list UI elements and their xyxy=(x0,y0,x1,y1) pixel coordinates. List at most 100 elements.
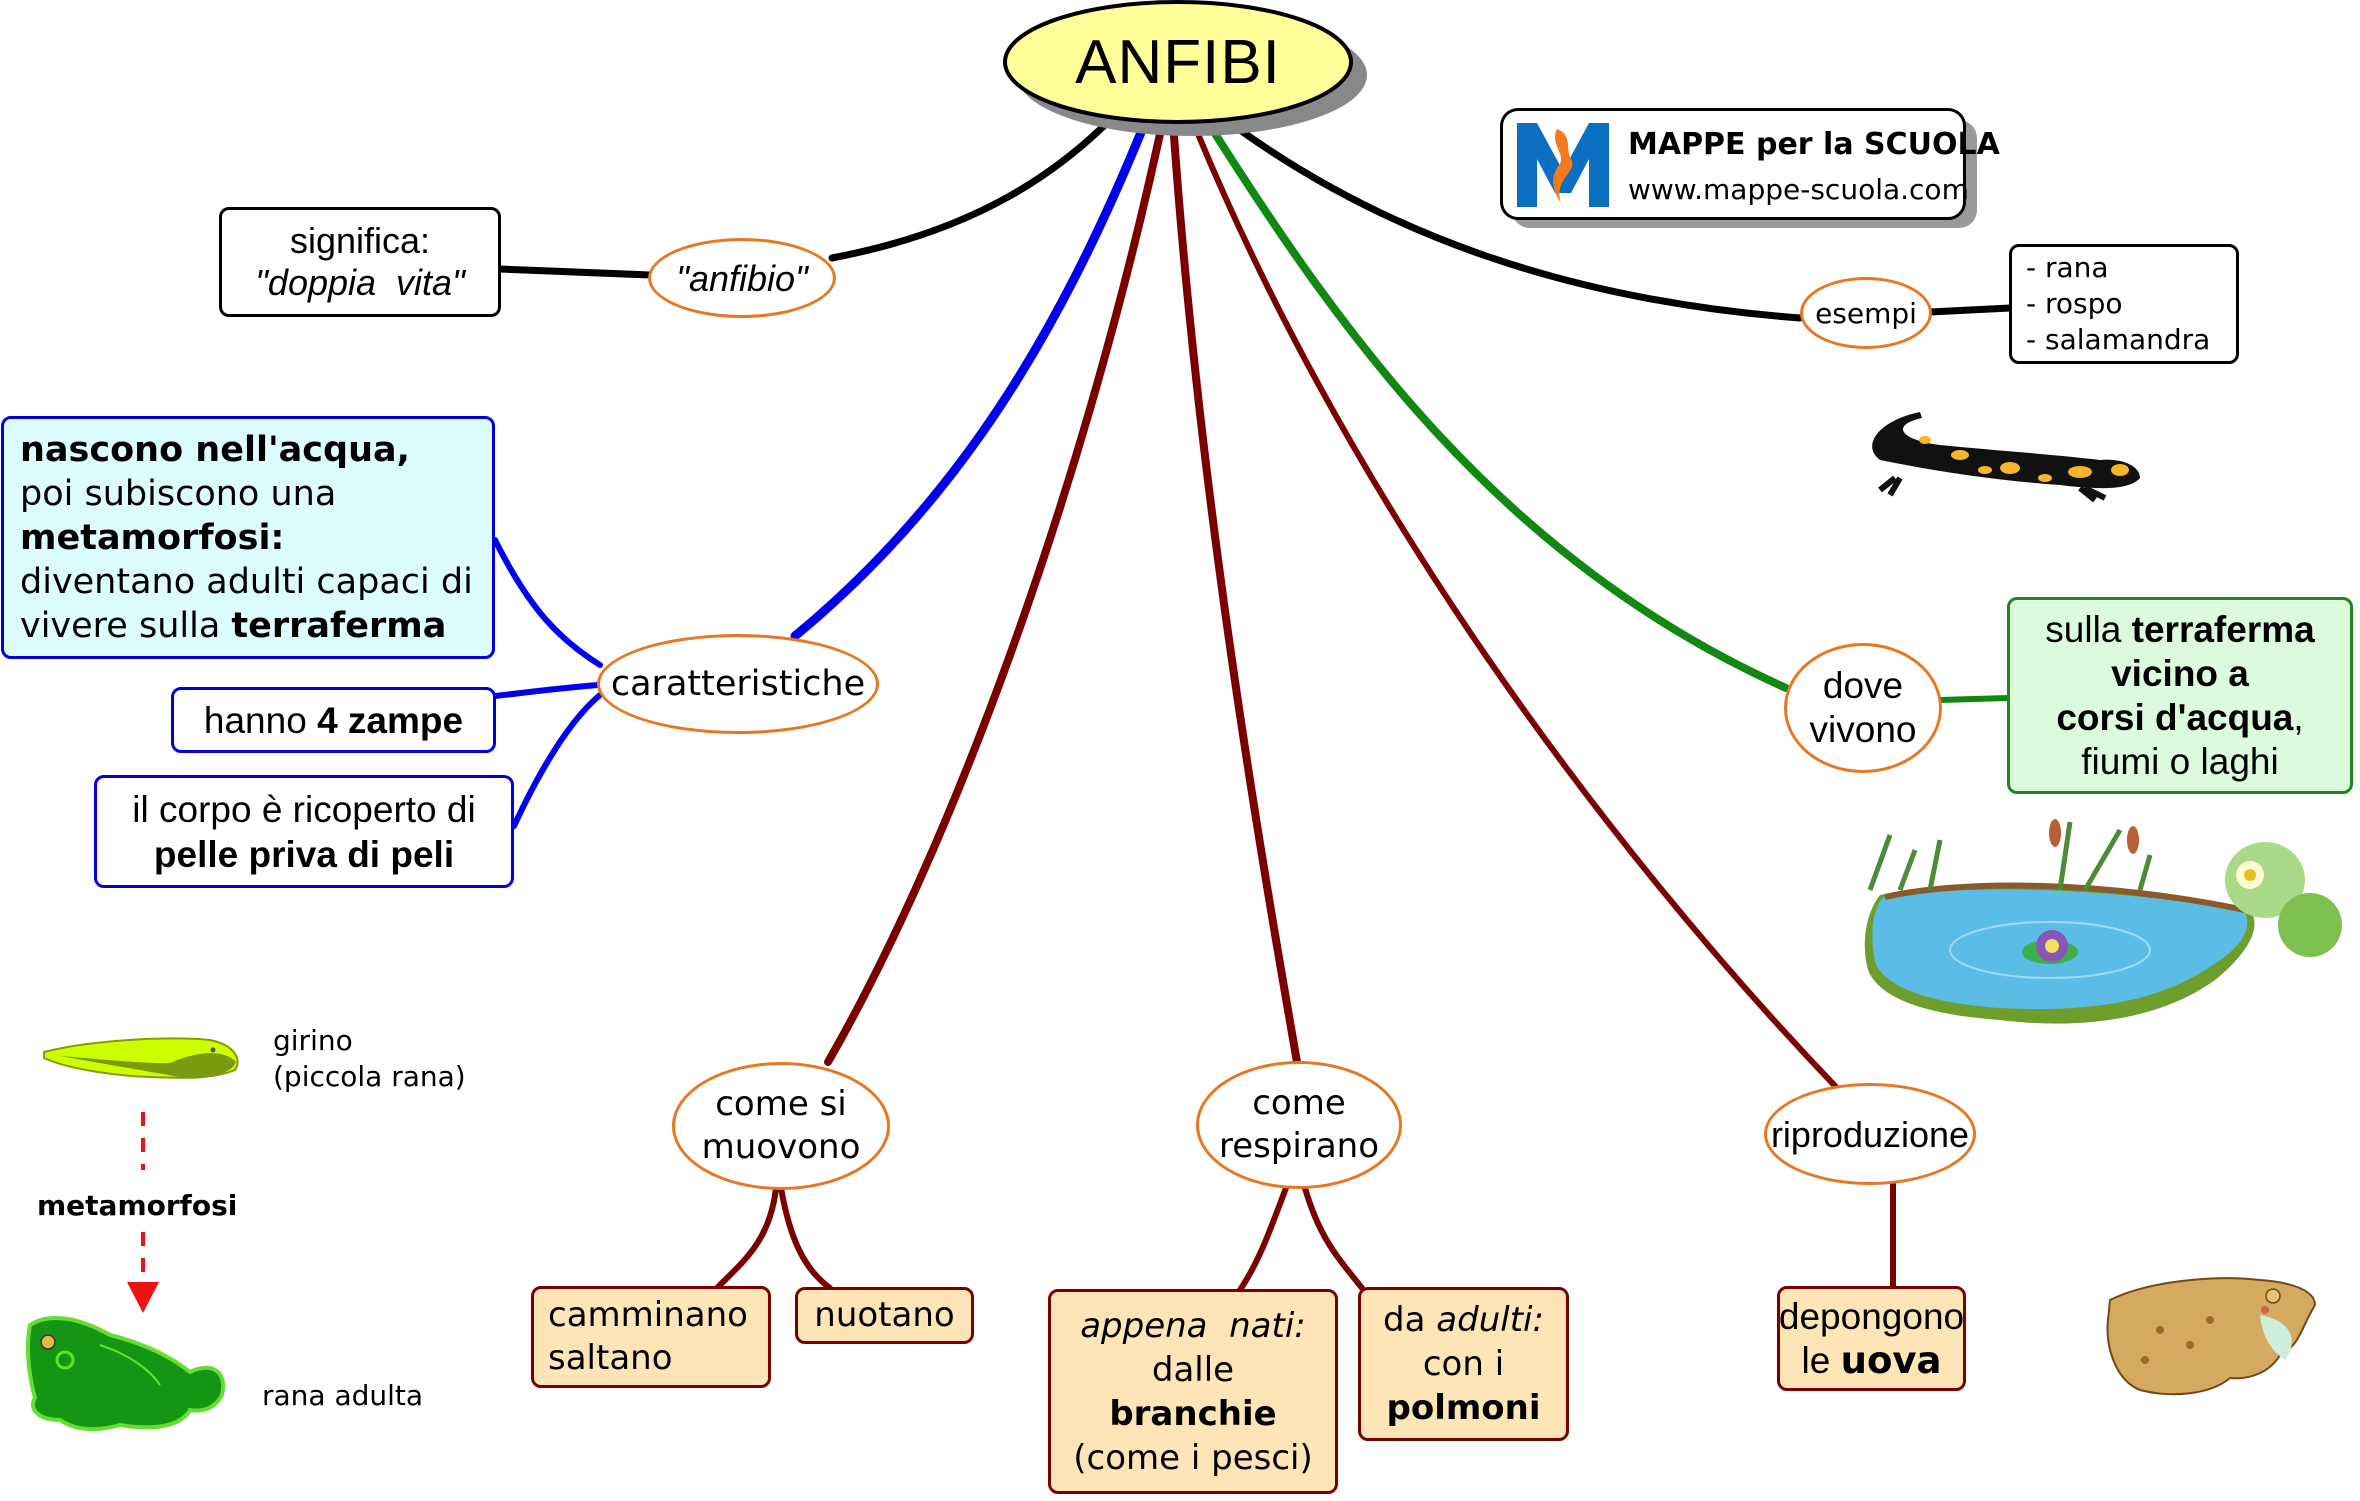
anfibio-node-text: "anfibio" xyxy=(676,257,808,299)
respirano-line2: respirano xyxy=(1218,1126,1380,1166)
link-respirano-adulti xyxy=(1302,1185,1365,1291)
salamander-illustration xyxy=(1872,412,2140,503)
link-esempi-list xyxy=(1926,304,2014,316)
zampe-plain: hanno xyxy=(203,699,318,741)
terraferma-line3-plain: , xyxy=(2293,696,2304,738)
logo-box[interactable]: MAPPE per la SCUOLA www.mappe-scuola.com xyxy=(1500,108,2000,220)
logo-title: MAPPE per la SCUOLA xyxy=(1628,127,2000,162)
link-title-respirano xyxy=(1170,132,1301,1066)
polmoni-line2: con i xyxy=(1422,1344,1505,1384)
riproduzione-node-text: riproduzione xyxy=(1770,1113,1970,1155)
pelle-line2: pelle priva di peli xyxy=(153,833,455,875)
terraferma-line3-bold: corsi d'acqua xyxy=(2056,696,2294,738)
link-title-riproduzione xyxy=(1195,131,1839,1090)
caratteristiche-node-text: caratteristiche xyxy=(610,663,866,704)
muovono-line2: muovono xyxy=(701,1127,861,1167)
dove-text: dove xyxy=(1822,665,1904,706)
link-muovono-nuotano xyxy=(778,1185,833,1291)
nuotano-text: nuotano xyxy=(814,1295,955,1335)
nascono-line3: metamorfosi: xyxy=(20,517,285,558)
esempi-list-box: - rana - rospo - salamandra xyxy=(2009,244,2239,364)
link-title-esempi xyxy=(1236,126,1804,322)
uova-line2: le uova xyxy=(1802,1339,1942,1383)
esempi-item: - rana xyxy=(2026,251,2109,284)
riproduzione-node: riproduzione xyxy=(1764,1083,1976,1185)
title-ellipse xyxy=(1003,0,1353,124)
respirano-node: come respirano xyxy=(1196,1061,1402,1189)
link-caratteristiche-box3 xyxy=(511,692,603,829)
nascono-line1: nascono nell'acqua, xyxy=(20,429,410,470)
girino-line2: (piccola rana) xyxy=(273,1060,466,1093)
link-respirano-appena xyxy=(1237,1185,1289,1293)
zampe-text: hanno 4 zampe xyxy=(204,699,463,742)
terraferma-line1-bold: terraferma xyxy=(2131,608,2315,650)
terraferma-line1: sulla terraferma xyxy=(2045,608,2314,652)
branchie-box: appena nati: dalle branchie (come i pesc… xyxy=(1048,1289,1338,1494)
link-muovono-camminano xyxy=(715,1185,779,1290)
nascono-box: nascono nell'acqua, poi subiscono una me… xyxy=(1,416,495,659)
link-title-dove xyxy=(1210,128,1790,692)
polmoni-line3: polmoni xyxy=(1386,1388,1541,1428)
terraferma-line4: fiumi o laghi xyxy=(2081,740,2279,782)
green-frog-illustration xyxy=(25,1316,226,1432)
link-title-anfibio xyxy=(828,114,1116,262)
respirano-line1: come xyxy=(1252,1083,1346,1123)
zampe-bold: 4 zampe xyxy=(317,699,464,741)
esempi-item: - salamandra xyxy=(2026,323,2211,356)
significa-label: significa: xyxy=(289,220,431,261)
tadpole-illustration xyxy=(43,1037,239,1079)
polmoni-box: da adulti: con i polmoni xyxy=(1358,1287,1569,1441)
toad-illustration xyxy=(2106,1277,2317,1396)
link-caratteristiche-box2 xyxy=(492,682,601,699)
pelle-box: il corpo è ricoperto di pelle priva di p… xyxy=(94,775,514,888)
uova-line2-bold: uova xyxy=(1840,1338,1942,1382)
zampe-box: hanno 4 zampe xyxy=(171,687,496,753)
branchie-line1: appena nati: xyxy=(1080,1305,1306,1346)
saltano-text: saltano xyxy=(548,1338,673,1378)
link-title-muovono xyxy=(824,130,1164,1066)
esempi-node-text: esempi xyxy=(1815,296,1917,330)
camminano-box: camminano saltano xyxy=(531,1286,771,1388)
nascono-line5-plain: vivere sulla xyxy=(20,605,232,646)
polmoni-line1-italic: adulti: xyxy=(1436,1300,1544,1340)
link-anfibio-significa xyxy=(496,265,654,279)
link-caratteristiche-box1 xyxy=(492,537,603,668)
vivono-text: vivono xyxy=(1809,709,1917,750)
doppia-vita-text: "doppia vita" xyxy=(255,262,465,303)
pond-illustration xyxy=(1864,819,2342,1024)
nascono-line5-bold: terraferma xyxy=(231,605,447,646)
metamorfosi-arrow xyxy=(127,1112,159,1313)
nascono-line4: diventano adulti capaci di xyxy=(20,561,473,602)
title-text: ANFIBI xyxy=(1075,27,1281,97)
title-node: ANFIBI xyxy=(1005,2,1351,122)
uova-line2-plain: le xyxy=(1801,1339,1841,1381)
dove-vivono-node: dove vivono xyxy=(1784,643,1942,773)
terraferma-line2: vicino a xyxy=(2111,652,2249,694)
terraferma-line1-plain: sulla xyxy=(2045,608,2132,650)
significa-box: significa: "doppia vita" xyxy=(219,207,501,317)
polmoni-line1-plain: da xyxy=(1383,1300,1437,1340)
camminano-text: camminano xyxy=(548,1295,748,1335)
muovono-line1: come si xyxy=(715,1084,847,1124)
uova-line1: depongono xyxy=(1778,1295,1965,1337)
branchie-line4: (come i pesci) xyxy=(1073,1437,1313,1478)
nascono-line2: poi subiscono una xyxy=(20,473,337,514)
logo-m-icon xyxy=(1517,123,1609,207)
arrow-head xyxy=(127,1282,159,1313)
logo-url: www.mappe-scuola.com xyxy=(1628,173,1969,206)
terraferma-line3: corsi d'acqua, xyxy=(2056,696,2303,740)
branchie-line2: dalle xyxy=(1151,1349,1235,1390)
terraferma-box: sulla terraferma vicino a corsi d'acqua,… xyxy=(2007,597,2353,794)
girino-line1: girino xyxy=(273,1024,353,1057)
esempi-node: esempi xyxy=(1800,277,1932,349)
girino-label: girino (piccola rana) xyxy=(273,1023,466,1095)
polmoni-line1: da adulti: xyxy=(1383,1298,1544,1342)
nascono-line5: vivere sulla terraferma xyxy=(20,604,446,648)
esempi-item: - rospo xyxy=(2026,287,2123,320)
pelle-line1: il corpo è ricoperto di xyxy=(132,788,476,830)
link-dove-box xyxy=(1937,695,2011,703)
uova-box: depongono le uova xyxy=(1777,1286,1966,1391)
muovono-node: come si muovono xyxy=(672,1062,890,1190)
metamorfosi-label: metamorfosi xyxy=(37,1189,238,1222)
nuotano-box: nuotano xyxy=(795,1287,974,1344)
